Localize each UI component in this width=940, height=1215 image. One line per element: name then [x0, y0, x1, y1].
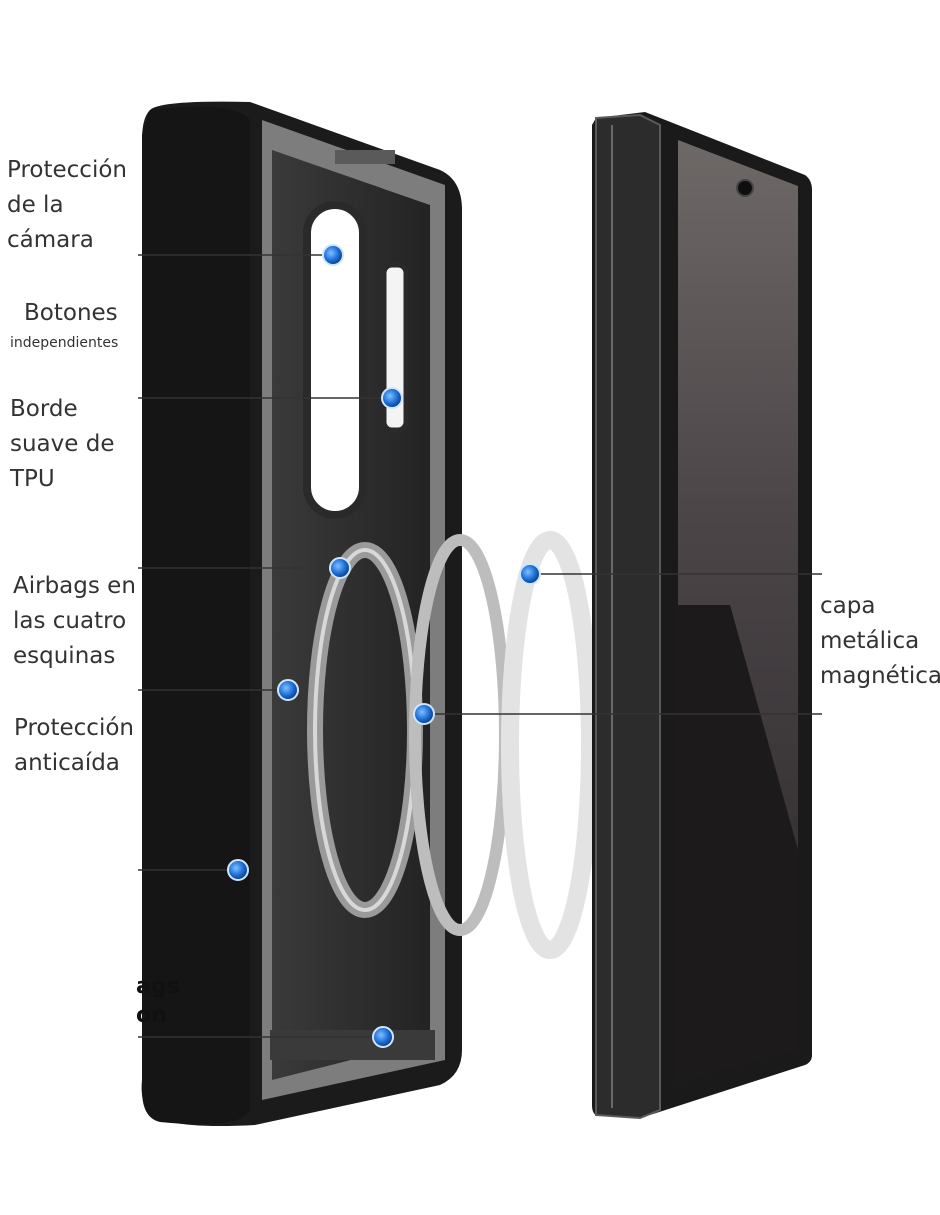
label-magnetic-layer: capa metálica magnética: [820, 593, 940, 689]
label-buttons-sub: independientes: [10, 335, 119, 351]
label-partial-bold: ags on: [136, 974, 180, 1028]
label-camera-protection: Protección de la cámara: [7, 157, 127, 253]
label-drop-protection: Protección anticaída: [14, 715, 134, 776]
label-airbags: Airbags en las cuatro esquinas: [13, 573, 136, 669]
front-camera: [736, 179, 754, 197]
callout-dot-magnetic: [413, 703, 435, 725]
phone-hinge: [595, 113, 661, 1120]
label-tpu-edge: Borde suave de TPU: [10, 396, 115, 492]
callout-dot-ring: [519, 563, 541, 585]
phone-device: [592, 112, 812, 1120]
ring-3: [501, 531, 599, 959]
callout-dots: [227, 244, 541, 1048]
case-bottom-lip: [270, 1030, 435, 1060]
label-buttons-title: Botones: [24, 300, 118, 326]
phone-screen-dark: [678, 605, 798, 1082]
callout-dot-bottom: [372, 1026, 394, 1048]
side-slot-top: [335, 150, 395, 164]
callout-lines: [138, 254, 822, 1038]
callout-dot-tpu: [227, 859, 249, 881]
callout-dot-camera: [322, 244, 344, 266]
callout-dot-buttons: [381, 387, 403, 409]
callout-dot-drop: [277, 679, 299, 701]
callout-dot-airbags: [329, 557, 351, 579]
magnetic-rings: [307, 531, 599, 959]
camera-cutout: [303, 201, 367, 519]
